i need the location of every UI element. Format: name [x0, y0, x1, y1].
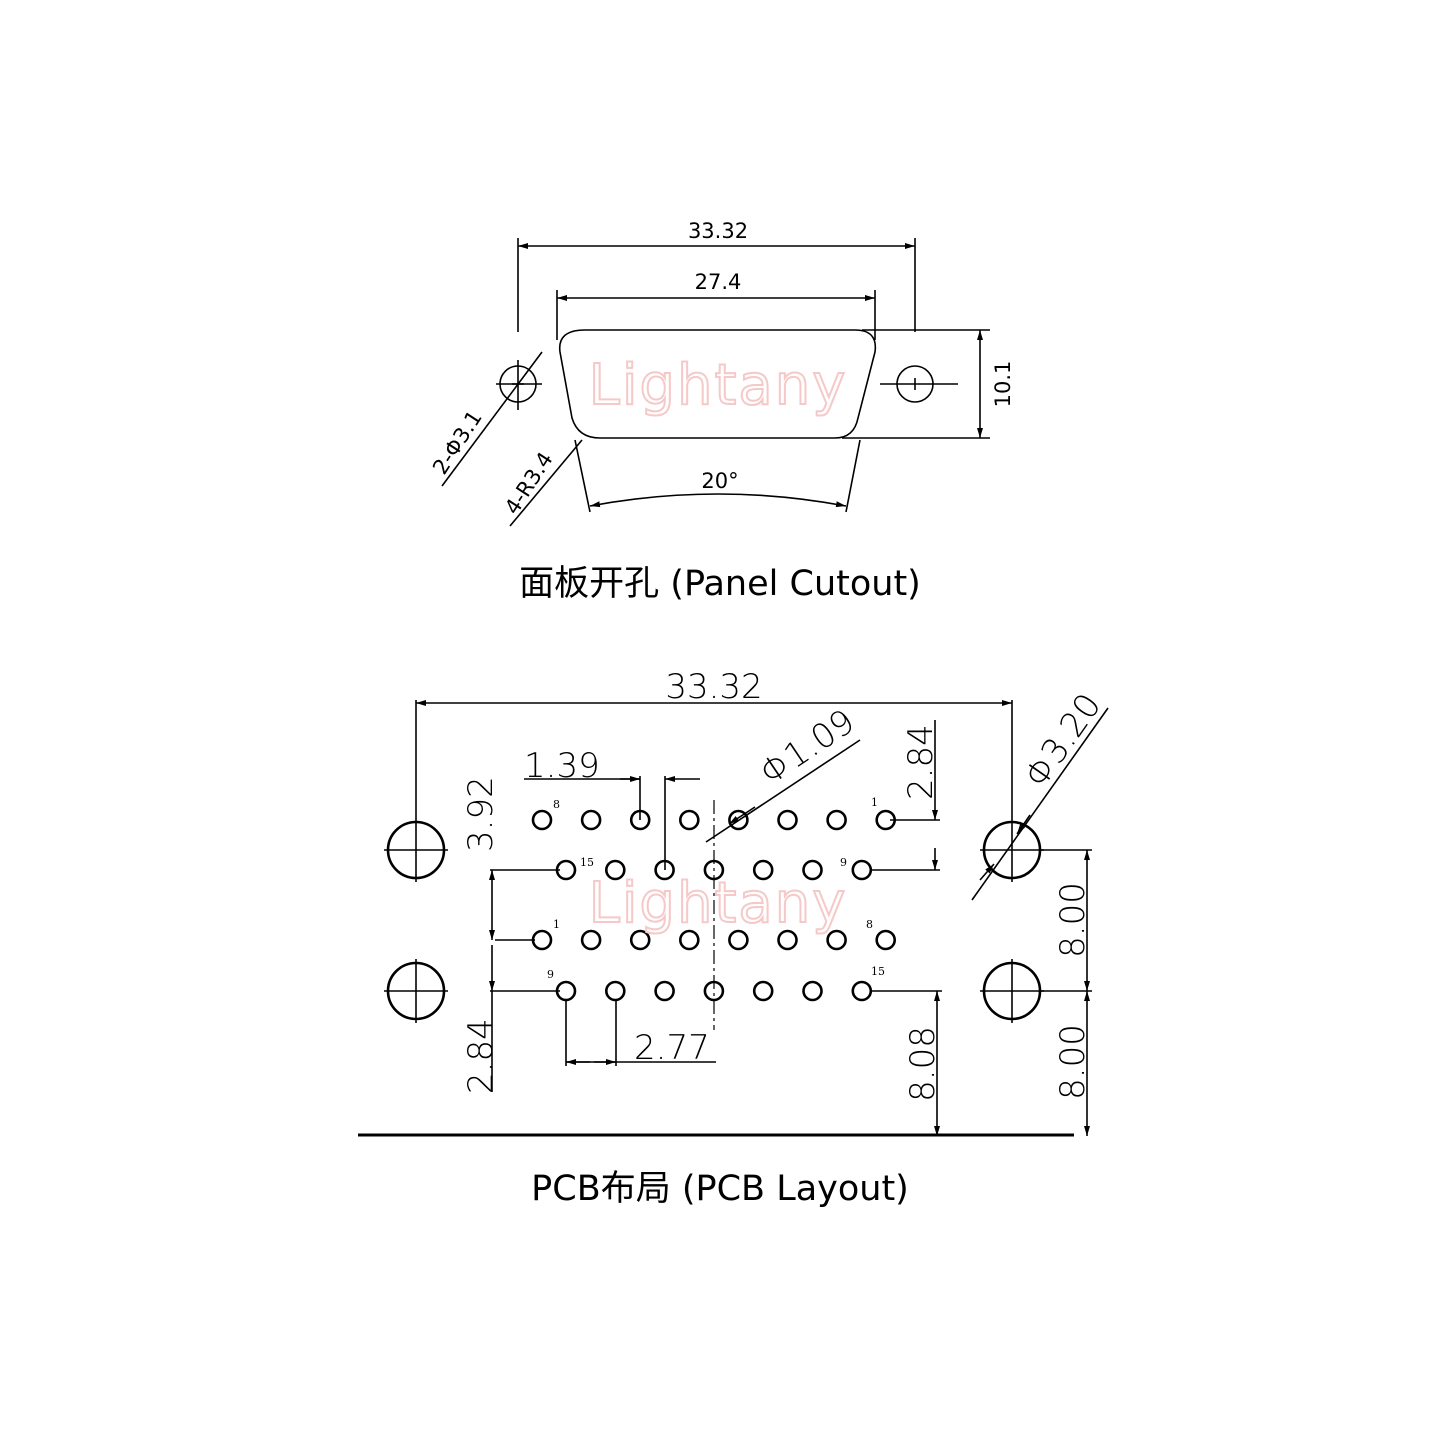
dim-panel-overall-width: 33.32: [688, 219, 748, 243]
panel-cutout-title: 面板开孔 (Panel Cutout): [519, 564, 921, 604]
dim-row-offset-top: 2.84: [901, 724, 941, 800]
dim-pin-pitch: 2.77: [634, 1028, 710, 1068]
pin-bot-row1-hole-2: [580, 929, 602, 951]
pin-bot-row2-hole-3: [654, 980, 675, 1002]
pin-label-bot-row2-right: 15: [871, 965, 885, 978]
pin-top-row2-hole-5: [752, 859, 774, 881]
pin-bot-row1-hole-7: [826, 929, 847, 951]
pin-label-top-row2-right: 9: [840, 856, 847, 869]
dim-body-width: 27.4: [695, 270, 742, 294]
d-sub-cutout-outline: [558, 329, 877, 439]
pcb-mount-hole-top-right: [980, 818, 1044, 882]
pin-bot-row1-hole-5: [728, 929, 749, 951]
pin-top-row1-hole-7: [826, 809, 847, 831]
pin-bot-row2-hole-7: [851, 980, 873, 1002]
pcb-mount-hole-bottom-left: [384, 959, 448, 1023]
pin-top-row1-hole-6: [777, 809, 798, 831]
pin-top-row2-hole-6: [802, 859, 823, 881]
pin-top-row2-hole-2: [604, 859, 626, 881]
dim-edge-offset: 8.08: [903, 1026, 943, 1102]
dim-panel-angle: 20°: [701, 469, 738, 493]
watermark-panel: Lightany: [589, 353, 848, 418]
pin-bot-row2-hole-6: [802, 980, 823, 1002]
pin-bot-row2-hole-2: [604, 980, 626, 1002]
pin-label-top-row1-right: 1: [871, 796, 878, 809]
pin-label-bot-row1-left: 1: [553, 918, 560, 931]
dim-panel-radius: 4-R3.4: [500, 448, 558, 519]
pin-label-bot-row2-left: 9: [547, 968, 554, 981]
pin-label-top-row1-left: 8: [553, 798, 560, 811]
dim-panel-height: 10.1: [991, 361, 1015, 408]
dim-pin-pitch-half: 1.39: [524, 746, 600, 786]
dim-angle-arc: [589, 493, 847, 508]
pin-bot-row1-hole-8: [875, 929, 897, 951]
dim-panel-hole: 2-Φ3.1: [428, 406, 487, 479]
pin-top-row1-hole-4: [678, 809, 700, 831]
pin-bot-row1-hole-3: [629, 929, 651, 951]
pin-bot-row1-hole-6: [777, 929, 798, 951]
pin-top-row1-hole-2: [580, 809, 602, 831]
panel-mount-hole-left: [496, 360, 542, 410]
pin-label-top-row2-left: 15: [580, 856, 594, 869]
dim-pcb-overall-width: 33.32: [665, 667, 762, 707]
pin-bot-row1-hole-4: [678, 929, 700, 951]
pcb-layout-title: PCB布局 (PCB Layout): [531, 1169, 909, 1209]
pin-label-bot-row1-right: 8: [866, 918, 873, 931]
pin-bot-row1-hole-1: [531, 929, 553, 951]
pcb-mount-hole-bottom-right: [980, 959, 1044, 1023]
watermark-pcb: Lightany: [589, 871, 848, 936]
pcb-layout-drawing: 8 1 15 9 1 8 9 15 33.32 1.39 Φ1.09 Φ3.20: [358, 667, 1110, 1209]
dim-mount-hole-diameter: Φ3.20: [1017, 686, 1110, 795]
pin-top-row1-hole-1: [531, 809, 553, 831]
dim-row-offset-bottom: 2.84: [461, 1018, 501, 1094]
dim-mount-spacing-2: 8.00: [1053, 1024, 1093, 1100]
dim-row-offset-left: 3.92: [461, 776, 501, 852]
pin-bot-row2-hole-5: [752, 980, 774, 1002]
dim-mount-spacing-1: 8.00: [1053, 882, 1093, 958]
dim-pin-hole-diameter: Φ1.09: [753, 702, 862, 794]
panel-mount-hole-right: [880, 365, 958, 403]
pcb-pin-holes: [531, 809, 897, 1002]
pin-top-row2-hole-7: [851, 859, 873, 881]
pcb-mount-hole-top-left: [384, 818, 448, 882]
